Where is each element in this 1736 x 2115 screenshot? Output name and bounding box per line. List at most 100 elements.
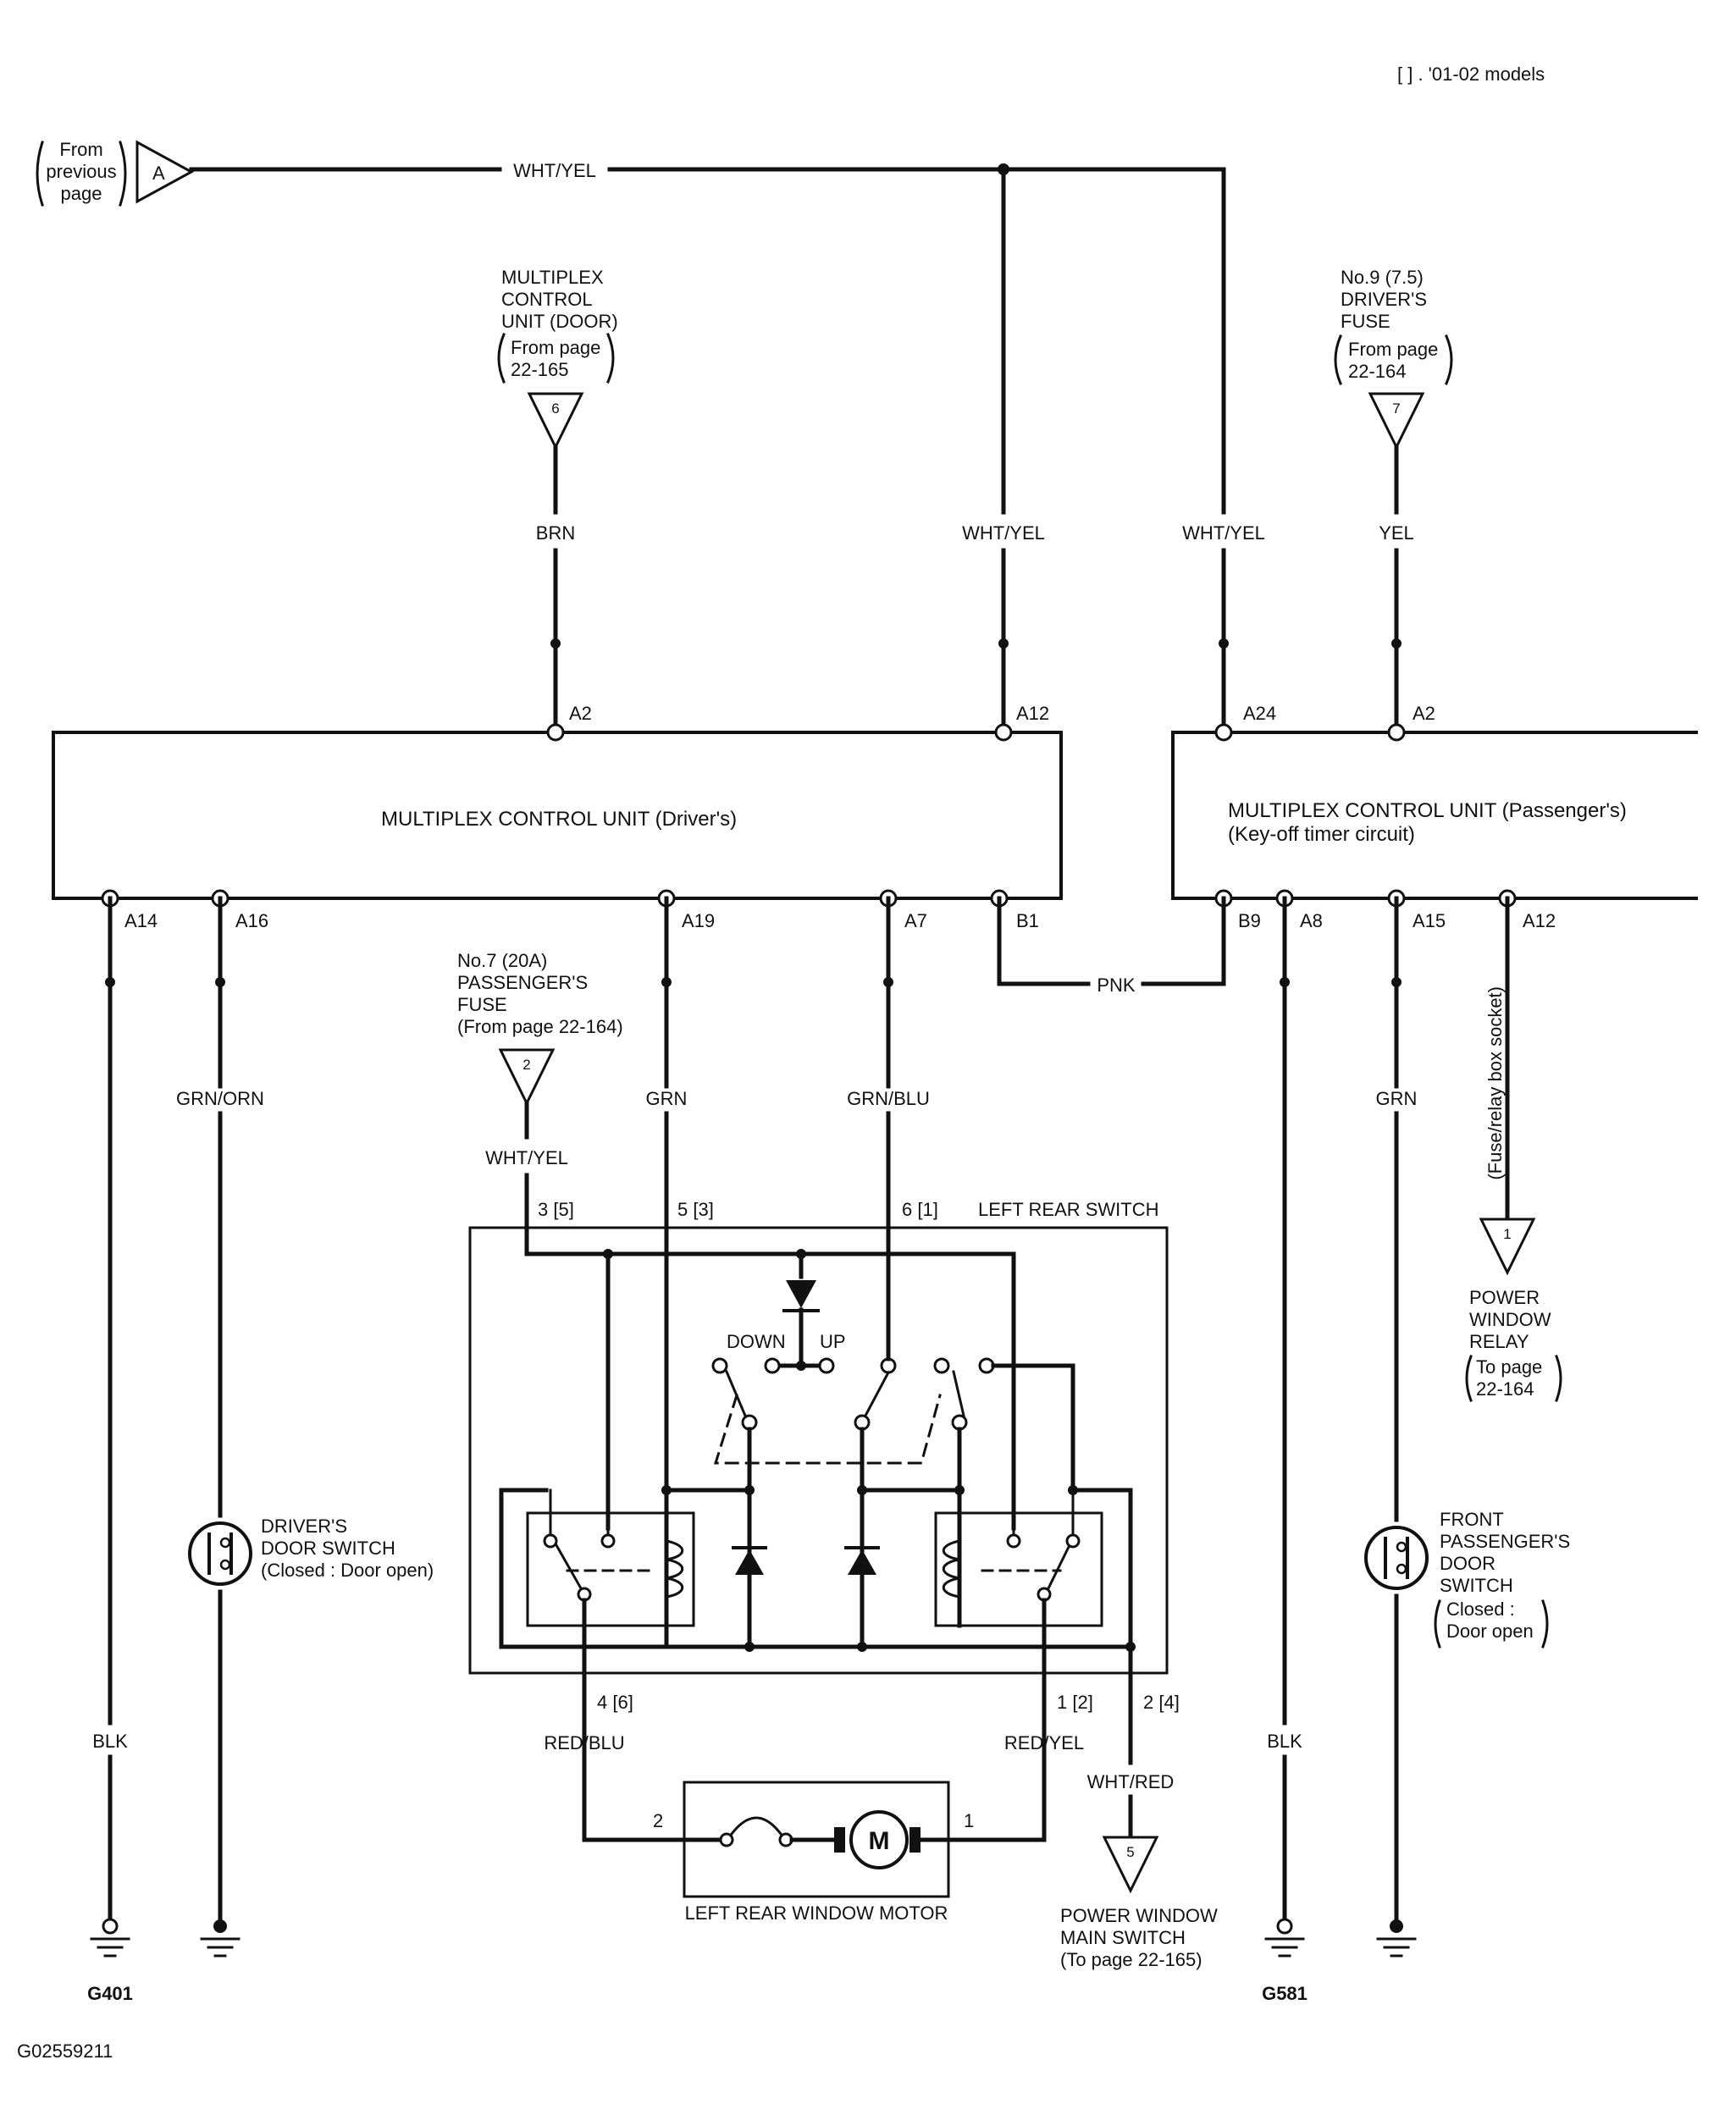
pin-label-driver-a16: A16 xyxy=(235,910,268,931)
fuse9-title-1: No.9 (7.5) xyxy=(1341,267,1424,288)
splice-blk-right xyxy=(1280,977,1290,987)
switch-blades xyxy=(725,1370,965,1418)
relay-ref-1: To page xyxy=(1476,1356,1542,1378)
motor-brush-left xyxy=(834,1827,845,1853)
wire-grn-a15-label: GRN xyxy=(1376,1088,1418,1109)
splice-brn xyxy=(550,638,561,649)
switch-grn-a19-to-coil xyxy=(664,1249,752,1628)
pin-driver-a2 xyxy=(546,723,565,742)
pin-label-driver-a14: A14 xyxy=(124,910,158,931)
switch-node-3 xyxy=(796,1361,806,1371)
ground-pass-door-symbol xyxy=(1376,1937,1417,1958)
pin-driver-a12 xyxy=(994,723,1013,742)
splice-grn-blu xyxy=(883,977,893,987)
pin-label-driver-a2: A2 xyxy=(569,703,592,724)
ground-g401-terminal xyxy=(102,1918,119,1935)
mcu-passenger-subtitle: (Key-off timer circuit) xyxy=(1228,823,1415,846)
wire-blk-left-label: BLK xyxy=(92,1731,128,1752)
motor-box xyxy=(683,1781,950,1898)
mcu-driver-title: MULTIPLEX CONTROL UNIT (Driver's) xyxy=(381,808,737,831)
mcu-passenger-box xyxy=(1171,731,1698,900)
relay-title-2: WINDOW xyxy=(1469,1309,1551,1330)
driver-door-switch-label-3: (Closed : Door open) xyxy=(261,1560,434,1581)
mcu-door-title-1: MULTIPLEX xyxy=(501,267,604,288)
wire-motor-left xyxy=(582,1775,729,1842)
switch-right-contact-feed xyxy=(991,1363,1075,1493)
pin-label-switch-6: 6 [1] xyxy=(902,1199,938,1220)
left-rear-switch-title: LEFT REAR SWITCH xyxy=(978,1199,1159,1220)
main-switch-label-2: MAIN SWITCH xyxy=(1060,1927,1186,1948)
wire-pnk xyxy=(997,896,1226,986)
switch-mechanical-link xyxy=(713,1394,942,1465)
wire-top-label: WHT/YEL xyxy=(513,160,596,181)
mcu-door-title-3: UNIT (DOOR) xyxy=(501,311,618,332)
switch-right-junction xyxy=(860,1488,962,1628)
motor-icon xyxy=(849,1810,909,1869)
motor-breaker-icon xyxy=(719,1816,793,1847)
from-prev-line2: previous xyxy=(46,161,116,182)
passenger-door-switch xyxy=(1364,1526,1429,1590)
wire-blk-right-label: BLK xyxy=(1267,1731,1302,1752)
fuse7-title-3: FUSE xyxy=(457,994,507,1015)
pin-label-switch-2: 2 [4] xyxy=(1143,1692,1180,1713)
splice-a12 xyxy=(998,638,1009,649)
wire-a12-label: WHT/YEL xyxy=(962,522,1045,544)
pin-label-driver-a12: A12 xyxy=(1016,703,1049,724)
from-prev-line3: page xyxy=(61,183,102,204)
connector-6-number: 6 xyxy=(551,400,559,417)
pin-label-driver-a19: A19 xyxy=(682,910,715,931)
mcu-driver-box xyxy=(52,731,1063,900)
ground-driver-door-terminal xyxy=(213,1919,227,1933)
pass-door-switch-label-3: DOOR xyxy=(1440,1553,1496,1574)
main-switch-label-1: POWER WINDOW xyxy=(1060,1905,1218,1926)
wire-grn-blu-label: GRN/BLU xyxy=(847,1088,930,1109)
relay-connector-label: POWER WINDOW RELAY To page 22-164 xyxy=(1465,1287,1562,1402)
pin-label-switch-4: 4 [6] xyxy=(597,1692,633,1713)
wire-wht-yel-fuse-label: WHT/YEL xyxy=(485,1147,568,1168)
wire-brn-label: BRN xyxy=(536,522,575,544)
connector-6-arrow xyxy=(527,392,584,450)
ground-g581-label: G581 xyxy=(1262,1983,1308,2004)
pass-door-switch-label-1: FRONT xyxy=(1440,1509,1504,1530)
connector-5-number: 5 xyxy=(1126,1844,1134,1860)
mcu-door-ref-1: From page xyxy=(511,337,600,358)
relay-title-1: POWER xyxy=(1469,1287,1540,1308)
fuse9-title-2: DRIVER'S xyxy=(1341,289,1427,310)
mcu-door-ref-2: 22-165 xyxy=(511,359,569,380)
pin-label-pass-a15: A15 xyxy=(1413,910,1446,931)
pin-label-pass-a2: A2 xyxy=(1413,703,1435,724)
ground-driver-door-symbol xyxy=(200,1937,240,1958)
splice-grn-a19 xyxy=(661,977,672,987)
motor-pin-left: 2 xyxy=(653,1810,663,1831)
pin-label-pass-a12: A12 xyxy=(1523,910,1556,931)
wire-wht-red-label: WHT/RED xyxy=(1087,1771,1175,1792)
connector-2-number: 2 xyxy=(522,1057,530,1073)
relay-right-coil-icon xyxy=(942,1539,961,1599)
splice-blk-left xyxy=(105,977,115,987)
splice-grn-a15 xyxy=(1391,977,1402,987)
relay-left-box xyxy=(526,1511,695,1627)
pin-label-switch-3: 3 [5] xyxy=(538,1199,574,1220)
pass-door-switch-label-2: PASSENGER'S xyxy=(1440,1531,1570,1552)
pass-door-switch-label-6: Door open xyxy=(1446,1621,1534,1642)
splice-yel xyxy=(1391,638,1402,649)
mcu-passenger-title: MULTIPLEX CONTROL UNIT (Passenger's) xyxy=(1228,799,1627,822)
pin-label-pass-a8: A8 xyxy=(1300,910,1323,931)
wire-yel-label: YEL xyxy=(1379,522,1414,544)
fuse7-title-2: PASSENGER'S xyxy=(457,972,588,993)
motor-brush-right xyxy=(909,1827,921,1853)
fuse7-connector-label: No.7 (20A) PASSENGER'S FUSE (From page 2… xyxy=(457,950,623,1037)
pin-label-pass-b9: B9 xyxy=(1238,910,1261,931)
pin-pass-a24 xyxy=(1214,723,1233,742)
relay-ref-2: 22-164 xyxy=(1476,1378,1534,1400)
pin-label-driver-b1: B1 xyxy=(1016,910,1039,931)
figure-id: G02559211 xyxy=(17,2040,113,2062)
relay-left-coil-icon xyxy=(665,1539,684,1599)
driver-door-switch-label-2: DOOR SWITCH xyxy=(261,1538,395,1559)
fuse7-title-4: (From page 22-164) xyxy=(457,1016,623,1037)
splice-a24 xyxy=(1219,638,1229,649)
diode-right-icon xyxy=(848,1549,876,1575)
connector-1-number: 1 xyxy=(1503,1226,1511,1242)
